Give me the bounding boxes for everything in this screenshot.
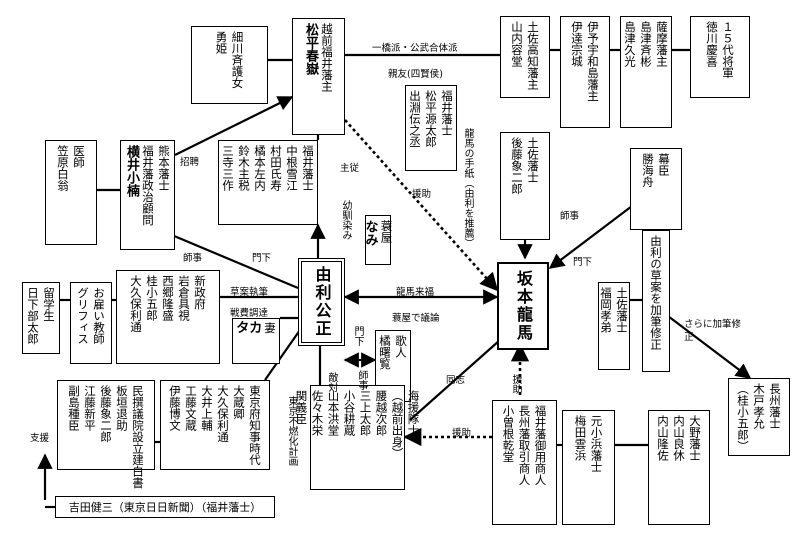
node-tokyo-gov[interactable]: 東京府知事時代 大蔵卿 大久保利通 大井上輔 工藤文蔵 伊藤博文 — [160, 380, 270, 470]
label-shoheii: 招聘 — [180, 157, 200, 168]
label-monka1: 門下 — [252, 253, 272, 264]
label-tekitai: 敵対 — [326, 372, 337, 392]
node-matsudaira[interactable]: 越前福井藩主 松平春嶽 — [292, 18, 345, 135]
label-enjo1: 援助 — [412, 189, 432, 200]
line-yokoi-matsudaira — [174, 96, 294, 156]
node-tokugawa[interactable]: １５代将軍 徳川慶喜 — [690, 16, 750, 98]
label-sarani: さらに加筆修正 — [684, 319, 742, 343]
line-katsu-ryoma — [548, 199, 641, 269]
node-yamauchi[interactable]: 土佐高知藩主 山内容堂 — [500, 16, 550, 98]
node-ryugaku[interactable]: 留学生 日下部太郎 — [22, 282, 60, 354]
node-goto[interactable]: 土佐藩士 後藤象二郎 — [500, 132, 550, 240]
label-shuju: 主従 — [340, 163, 360, 174]
node-kaientai[interactable]: 海援隊士 （越前出身） 腰越次郎 三上太郎 小谷耕蔵 山本洪堂 佐々木栄 関義臣 — [295, 385, 421, 490]
node-fukui-group[interactable]: 福井藩士 中根雪江 村田氏寿 橘本左内 鈴木主税 三寺三作 — [218, 140, 318, 225]
node-fukui-edo[interactable]: 福井藩士 松平源太郎 出淵伝之丞 — [405, 85, 457, 171]
node-shinseifu[interactable]: 新政府 岩倉具視 西郷隆盛 桂小五郎 大久保利通 — [116, 270, 220, 364]
label-shiji3: 師事 — [356, 370, 367, 390]
label-ippyo: 一橋派・公武合体派 — [372, 43, 458, 54]
node-wife[interactable]: 妻 タカ — [232, 318, 280, 364]
label-shien: 支援 — [30, 433, 50, 444]
dotted-matsudaira-ryoma — [344, 119, 499, 292]
label-doshi: 同志 — [446, 375, 466, 386]
line-ryoma-kido — [659, 309, 752, 379]
label-ryoma-letter: 龍馬の手紙（由利を推薦） — [462, 128, 473, 248]
node-merchants[interactable]: 福井藩御用商人 長州藩取引商人 小曽根乾堂 — [492, 400, 557, 525]
label-minoya-giron: 蓑屋で議論 — [392, 313, 440, 324]
node-fukuoka[interactable]: 土佐藩士 福岡孝弟 — [598, 282, 630, 370]
node-griffis[interactable]: お雇い教師 グリフィス — [70, 282, 112, 364]
label-senji: 戦費調達 — [230, 308, 269, 319]
label-monka2: 門下 — [573, 257, 593, 268]
line-ryoma-kaientai — [409, 339, 501, 421]
node-ono[interactable]: 大野藩士 内山良休 内山隆佐 — [648, 410, 710, 525]
line-yuri-tokyo — [264, 329, 301, 381]
label-ryoma-raifuku: 龍馬来福 — [396, 287, 435, 298]
node-kido[interactable]: 長州藩士 木戸孝允 （桂小五郎） — [728, 378, 790, 456]
node-katsu[interactable]: 幕臣 勝海舟 — [630, 148, 682, 230]
label-osananajimi: 幼馴染み — [340, 200, 351, 240]
label-shiji1: 師事 — [183, 253, 203, 264]
node-minsen[interactable]: 民撰議院設立建白書 板垣退助 後藤象二郎 江藤新平 副島種臣 — [57, 380, 155, 489]
node-nami[interactable]: 蓑屋 なみ — [363, 215, 394, 265]
label-shinpan: 親友(四賢侯) — [388, 69, 443, 80]
node-yuri[interactable]: 由利公正 — [298, 258, 345, 346]
label-shiji2: 師事 — [560, 211, 580, 222]
node-shimazu[interactable]: 薩摩藩主 島津斉彬 島津久光 — [620, 16, 672, 128]
node-yoshida[interactable]: 吉田健三（東京日日新聞）（福井藩士） — [55, 496, 275, 518]
label-tokyo-funen: 東京不燃化計画 — [286, 396, 297, 466]
label-enjo3: 援助 — [452, 428, 472, 439]
node-date[interactable]: 伊予宇和島藩主 伊達宗城 — [560, 16, 610, 128]
label-enjo2: 援助 — [510, 374, 521, 394]
node-doctor[interactable]: 医師 笠原白翁 — [45, 140, 97, 245]
label-monka3: 門下 — [352, 326, 363, 346]
node-yuri-draft[interactable]: 由利の草案を加筆修正 — [642, 230, 670, 372]
node-hosokawa[interactable]: 細川斉護女 勇姫 — [191, 26, 268, 104]
node-yokoi[interactable]: 熊本藩士 福井藩政治顧問 横井小楠 — [120, 140, 175, 250]
node-kohama[interactable]: 元小浜藩士 梅田雲浜 — [562, 410, 615, 525]
node-sakamoto[interactable]: 坂本龍馬 — [497, 262, 549, 350]
label-soan: 草案執筆 — [230, 287, 269, 298]
